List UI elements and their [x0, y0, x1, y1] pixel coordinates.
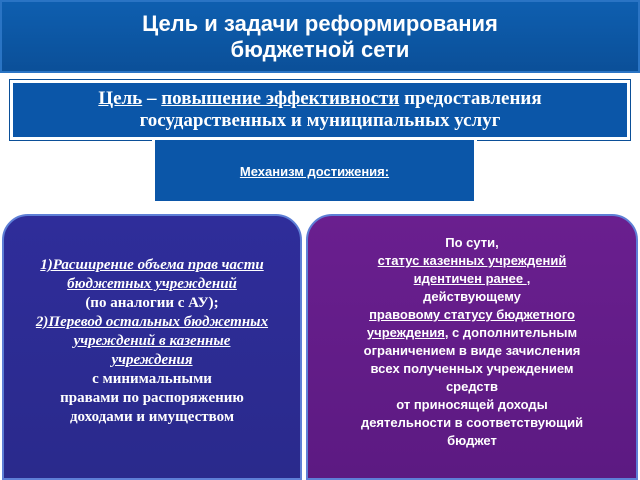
right-line-4: действующему: [423, 289, 521, 304]
goal-word: Цель: [98, 88, 143, 109]
right-line-1: По сути,: [445, 235, 499, 250]
right-line-3: идентичен ранее ,: [314, 270, 630, 288]
right-line-6: учреждения, с дополнительным: [314, 324, 630, 342]
right-line-10: от приносящей доходы: [396, 397, 548, 412]
right-line-11: деятельности в соответствующий: [360, 415, 584, 430]
right-line-5: правовому статусу бюджетного: [369, 307, 575, 322]
goal-rest: предоставления: [399, 88, 542, 109]
goal-dash: –: [142, 88, 162, 109]
right-line-2: статус казенных учреждений: [377, 253, 567, 268]
right-line-3-comma: ,: [526, 271, 531, 286]
right-line-6-rest: , с дополнительным: [444, 325, 578, 340]
left-line-4: 2)Перевод остальных бюджетных: [35, 314, 269, 330]
right-line-7: ограничением в виде зачисления: [363, 343, 581, 358]
left-line-8: правами по распоряжению: [60, 390, 244, 406]
left-line-5: учреждений в казенные: [73, 333, 231, 349]
right-panel: По сути, статус казенных учреждений иден…: [306, 214, 638, 480]
right-line-12: бюджет: [447, 433, 497, 448]
title-line-2: бюджетной сети: [230, 36, 410, 62]
mechanism-label: Механизм достижения:: [239, 164, 390, 179]
right-line-6-text: учреждения: [366, 325, 445, 340]
goal-line-2: государственных и муниципальных услуг: [139, 110, 501, 131]
left-line-6: учреждения: [111, 352, 193, 368]
goal-line-1: Цель – повышение эффективности предостав…: [98, 88, 541, 110]
goal-box: Цель – повышение эффективности предостав…: [10, 80, 630, 140]
right-line-3-text: идентичен ранее: [413, 271, 527, 286]
left-panel: 1)Расширение объема прав части бюджетных…: [2, 214, 302, 480]
title-line-1: Цель и задачи реформирования: [142, 10, 498, 36]
left-line-1: 1)Расширение объема прав части: [40, 257, 264, 273]
right-line-8: всех полученных учреждением: [370, 361, 574, 376]
goal-phrase: повышение эффективности: [161, 88, 400, 109]
page-title: Цель и задачи реформирования бюджетной с…: [0, 0, 640, 76]
mechanism-box: Механизм достижения:: [152, 140, 477, 204]
left-line-3: (по аналогии с АУ);: [85, 295, 219, 311]
left-line-9: доходами и имуществом: [69, 409, 235, 425]
right-line-9: средств: [445, 379, 499, 394]
left-line-2: бюджетных учреждений: [67, 276, 237, 292]
left-line-7: с минимальными: [92, 371, 212, 387]
